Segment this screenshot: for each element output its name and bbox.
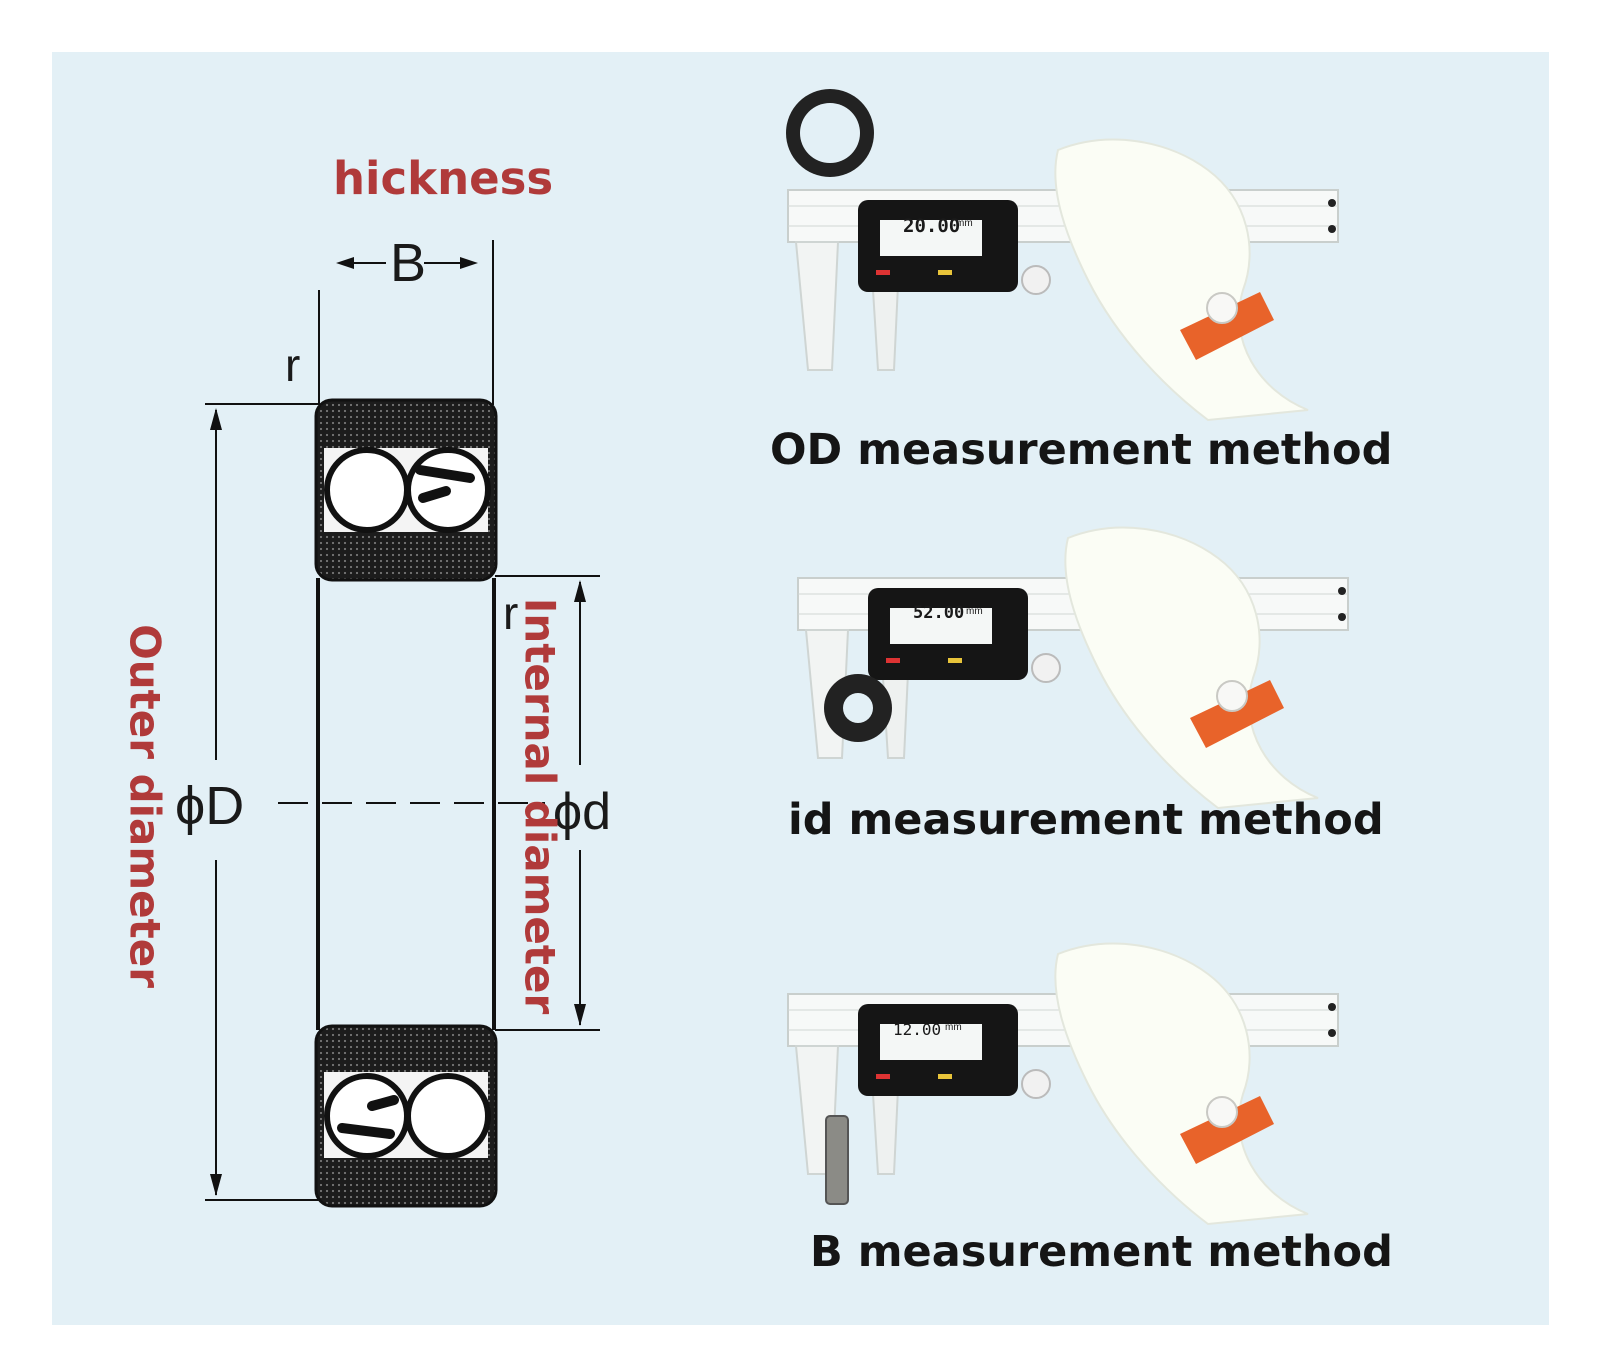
id-display-reading: 52.00 [913,603,965,623]
od-method-caption: OD measurement method [770,425,1393,475]
id-method-caption: id measurement method [788,795,1384,845]
b-display-unit: mm [945,1022,962,1033]
od-display-reading: 20.00 [903,215,961,237]
od-display-unit: mm [956,218,973,229]
outer-diameter-symbol-label: ϕD [175,776,245,836]
b-display-reading: 12.00 [893,1020,942,1039]
b-method-caption: B measurement method [810,1227,1393,1277]
inner-diameter-symbol-label: ϕd [553,783,612,841]
dimension-b-label: B [390,233,427,293]
id-display-unit: mm [966,606,983,617]
radius-r-side-label: r [503,587,519,639]
thickness-label: hickness [333,152,554,205]
radius-r-top-label: r [285,339,301,391]
